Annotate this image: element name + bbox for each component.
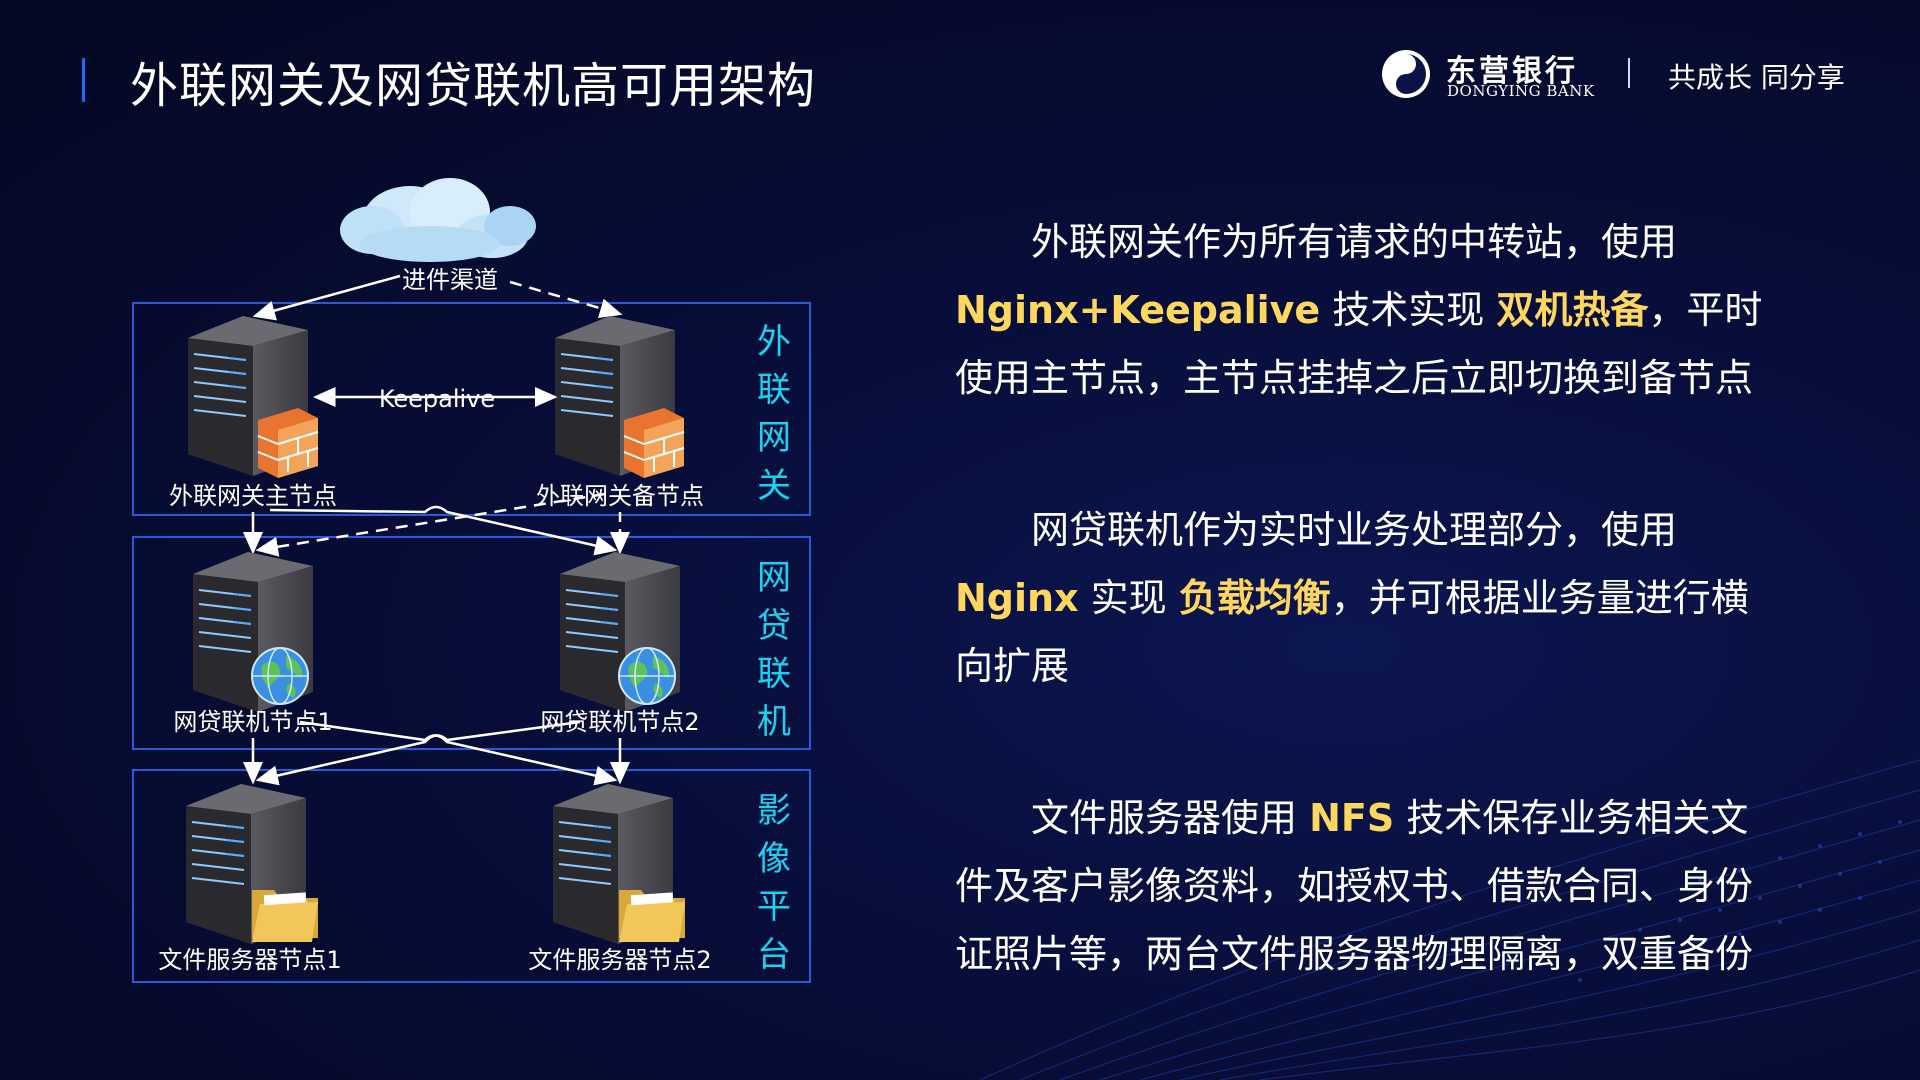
svg-text:联: 联: [757, 370, 791, 410]
globe-icon: [251, 647, 309, 705]
cloud-icon: [340, 178, 536, 262]
svg-text:网: 网: [757, 558, 791, 598]
slogan: 共成长 同分享: [1668, 61, 1845, 94]
highlight-text: Nginx+Keepalive: [955, 288, 1321, 332]
highlight-text: Nginx: [955, 576, 1079, 620]
svg-text:贷: 贷: [757, 606, 791, 646]
file-server-description: 文件服务器使用 NFS 技术保存业务相关文件及客户影像资料，如授权书、借款合同、…: [955, 784, 1785, 988]
svg-text:机: 机: [757, 702, 791, 742]
svg-text:联: 联: [757, 654, 791, 694]
node-label: 外联网关备节点: [536, 482, 704, 510]
bank-logo-icon: [1382, 50, 1430, 98]
lending-layer-box: [132, 536, 811, 750]
node-label: 外联网关主节点: [169, 482, 337, 510]
svg-text:平: 平: [757, 887, 791, 927]
node-label: 文件服务器节点1: [158, 946, 341, 974]
text-run: 实现: [1078, 576, 1179, 620]
text-run: ，并可根据业务量进行横向扩展: [955, 576, 1749, 688]
bank-name-en: DONGYING BANK: [1447, 82, 1595, 100]
lending-description: 网贷联机作为实时业务处理部分，使用 Nginx 实现 负载均衡，并可根据业务量进行…: [955, 496, 1785, 700]
gateway-layer-label: 外 联 网 关: [757, 322, 791, 506]
gateway-layer-box: [132, 302, 811, 516]
text-run: 技术实现: [1320, 288, 1497, 332]
node-label: 网贷联机节点2: [540, 708, 699, 736]
lending-layer-label: 网 贷 联 机: [757, 558, 791, 742]
highlight-text: NFS: [1309, 796, 1395, 840]
svg-text:关: 关: [757, 466, 791, 506]
highlight-text: 负载均衡: [1178, 576, 1331, 620]
cloud-label: 进件渠道: [402, 266, 498, 294]
svg-text:台: 台: [757, 935, 791, 975]
text-run: 外联网关作为所有请求的中转站，使用: [1031, 220, 1678, 264]
node-label: 文件服务器节点2: [528, 946, 711, 974]
page-title: 外联网关及网贷联机高可用架构: [130, 58, 817, 114]
folder-icon: [252, 890, 318, 942]
highlight-text: 双机热备: [1496, 288, 1649, 332]
keepalive-label: Keepalive: [379, 385, 495, 413]
svg-text:外: 外: [757, 322, 791, 362]
gateway-description: 外联网关作为所有请求的中转站，使用 Nginx+Keepalive 技术实现 双机…: [955, 208, 1785, 412]
folder-icon: [619, 890, 685, 942]
image-layer-box: [132, 769, 811, 983]
firewall-icon: [257, 407, 319, 479]
text-run: 文件服务器使用: [1031, 796, 1310, 840]
svg-text:像: 像: [757, 839, 791, 879]
text-run: ，平时使用主节点，主节点挂掉之后立即切换到备节点: [955, 288, 1763, 400]
bank-name-cn: 东营银行: [1446, 54, 1578, 89]
svg-text:影: 影: [757, 791, 791, 831]
text-run: 网贷联机作为实时业务处理部分，使用: [1031, 508, 1678, 552]
firewall-icon: [623, 407, 685, 479]
text-run: 技术保存业务相关文件及客户影像资料，如授权书、借款合同、身份证照片等，两台文件服…: [955, 796, 1754, 976]
image-layer-label: 影 像 平 台: [757, 791, 791, 975]
globe-icon: [618, 647, 676, 705]
svg-text:网: 网: [757, 418, 791, 458]
header-divider: [1628, 58, 1630, 88]
title-accent-bar: [82, 58, 85, 102]
